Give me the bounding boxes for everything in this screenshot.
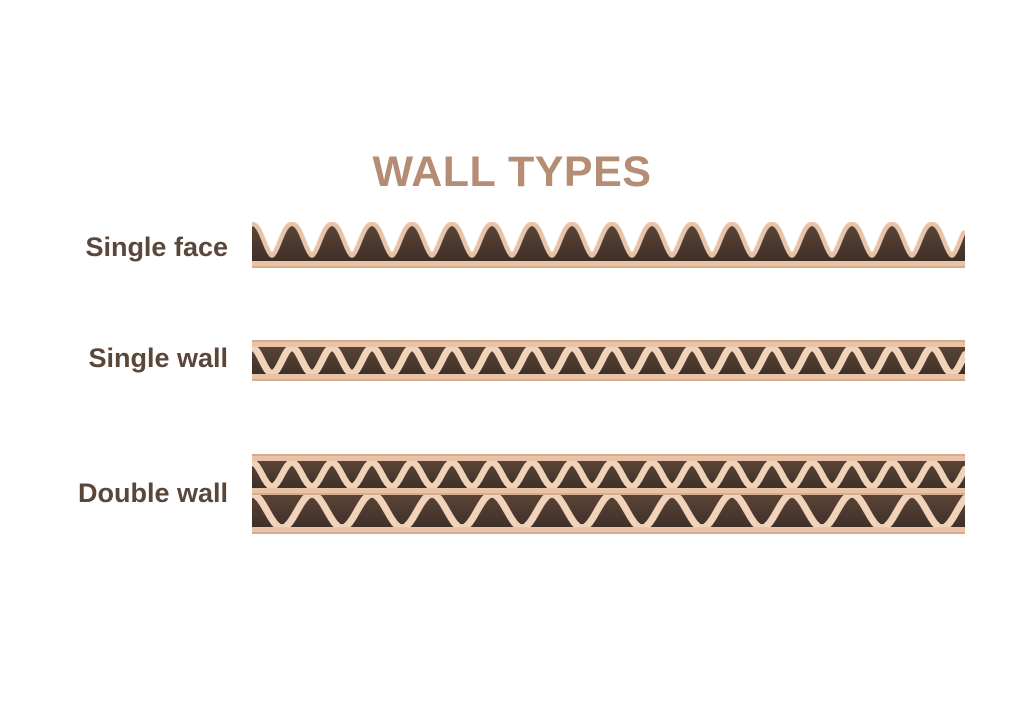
row-label-single-face: Single face <box>85 232 228 262</box>
diagram-double-wall <box>252 454 965 534</box>
diagram-single-face <box>252 222 965 268</box>
row-label-double-wall: Double wall <box>77 478 228 508</box>
page-title: WALL TYPES <box>372 148 652 196</box>
diagram-single-wall <box>252 340 965 381</box>
row-label-single-wall: Single wall <box>88 343 228 373</box>
